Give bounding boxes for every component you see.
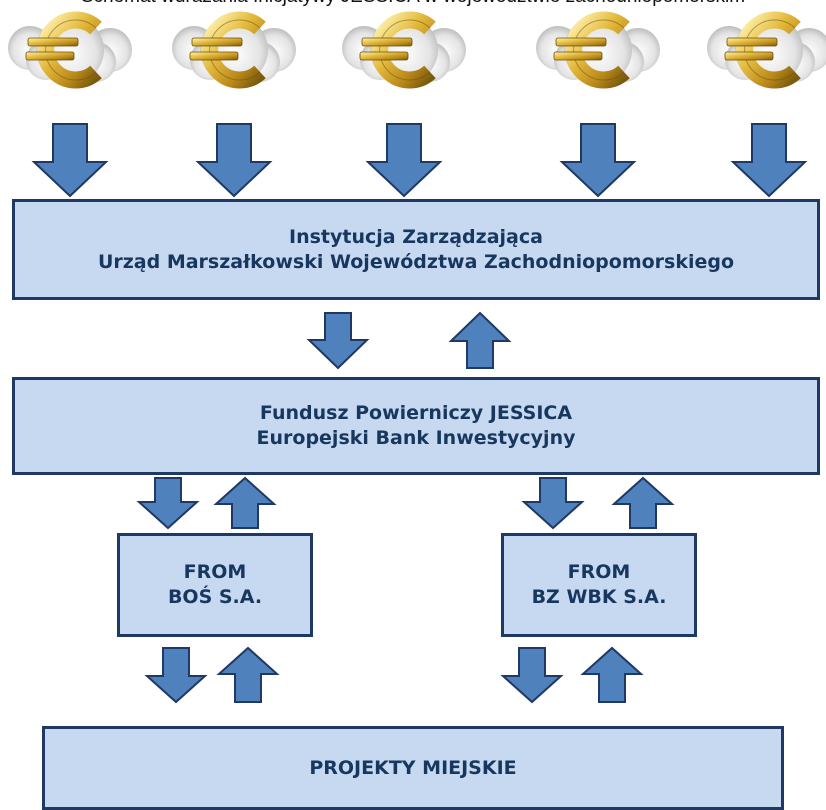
down-arrow-icon <box>500 647 564 704</box>
euro-coin-icon <box>536 11 660 89</box>
from-bzwbk-box: FROM BZ WBK S.A. <box>501 533 697 637</box>
down-arrow-icon <box>31 123 109 198</box>
from-bos-box: FROM BOŚ S.A. <box>117 533 313 637</box>
down-arrow-icon <box>521 477 585 530</box>
down-arrow-icon <box>730 123 808 198</box>
down-arrow-icon <box>559 123 637 198</box>
urban-projects-box: PROJEKTY MIEJSKIE <box>42 726 784 810</box>
managing-authority-subtitle: Urząd Marszałkowski Województwa Zachodni… <box>97 250 735 273</box>
diagram-caption: Schemat wdrażania Inicjatywy JESSICA w w… <box>0 0 826 8</box>
trust-fund-title: Fundusz Powierniczy JESSICA <box>259 402 573 425</box>
urban-projects-title: PROJEKTY MIEJSKIE <box>309 756 517 779</box>
down-arrow-icon <box>195 123 273 198</box>
up-arrow-icon <box>216 646 280 703</box>
up-arrow-icon <box>448 311 512 369</box>
from-bos-bank: BOŚ S.A. <box>167 586 263 608</box>
from-bzwbk-label: FROM <box>567 561 631 584</box>
up-arrow-icon <box>611 476 675 529</box>
from-bos-label: FROM <box>183 561 247 584</box>
trust-fund-box: Fundusz Powierniczy JESSICA Europejski B… <box>12 377 820 475</box>
from-bzwbk-bank: BZ WBK S.A. <box>531 586 667 608</box>
euro-coin-icon <box>342 11 466 89</box>
trust-fund-subtitle: Europejski Bank Inwestycyjny <box>256 427 576 449</box>
up-arrow-icon <box>213 476 277 529</box>
managing-authority-title: Instytucja Zarządzająca <box>289 225 543 248</box>
down-arrow-icon <box>144 647 208 704</box>
euro-coin-icon <box>8 11 132 89</box>
up-arrow-icon <box>580 646 644 703</box>
euro-coin-icon <box>172 11 296 89</box>
down-arrow-icon <box>136 477 200 530</box>
down-arrow-icon <box>365 123 443 198</box>
down-arrow-icon <box>306 312 370 370</box>
euro-coin-icon <box>707 11 826 89</box>
managing-authority-box: Instytucja Zarządzająca Urząd Marszałkow… <box>12 199 820 300</box>
